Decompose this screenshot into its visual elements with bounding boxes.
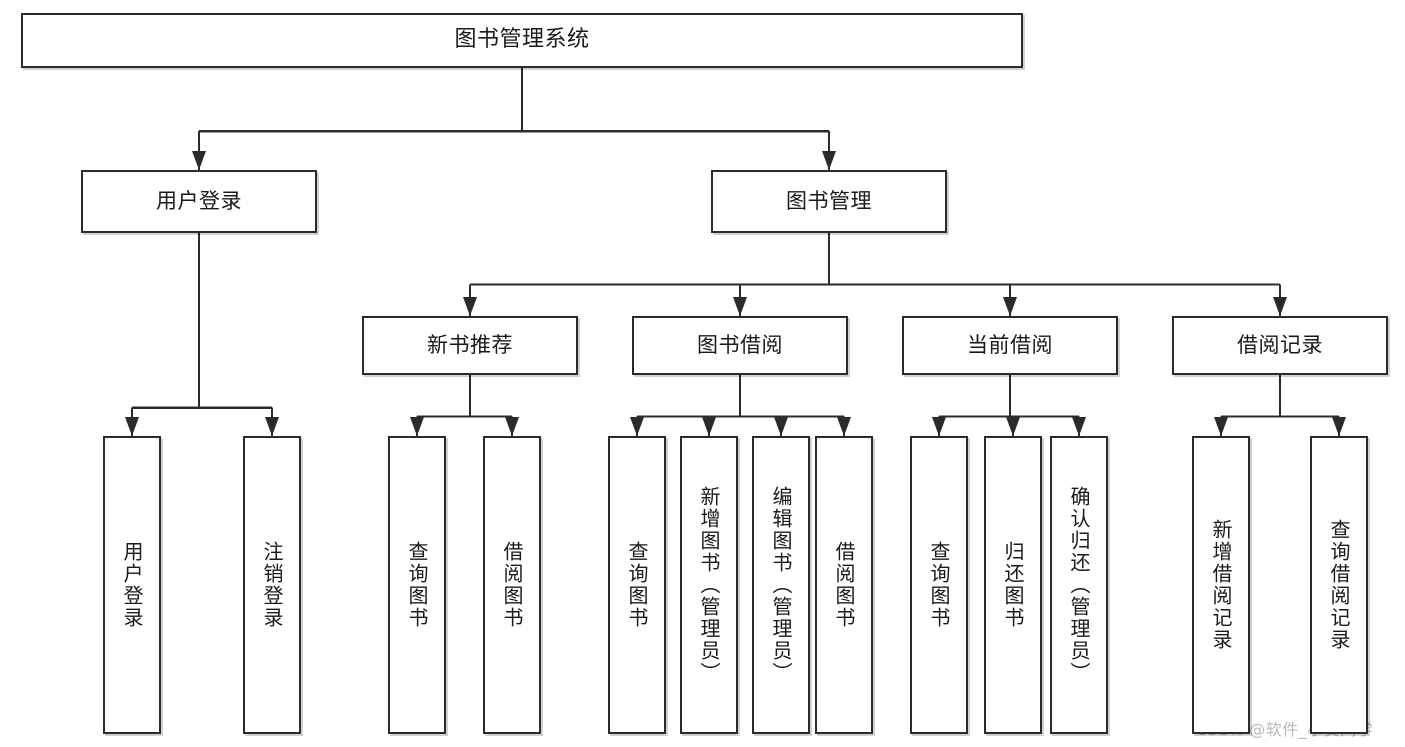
- connector-arrowhead: [702, 417, 716, 436]
- connector-arrowhead: [1003, 297, 1017, 316]
- node-label: 查询图书: [625, 541, 649, 629]
- node-leaf-add-book: 新增图书（管理员）: [680, 436, 738, 734]
- connector-arrowhead: [837, 417, 851, 436]
- node-label: 用户登录: [120, 541, 144, 629]
- connector-arrowhead: [774, 417, 788, 436]
- node-label: 归还图书: [1001, 541, 1025, 629]
- connector-arrowhead: [1332, 417, 1346, 436]
- node-current-borrow: 当前借阅: [902, 316, 1118, 375]
- node-leaf-query-book-2: 查询图书: [608, 436, 666, 734]
- node-borrow-record: 借阅记录: [1172, 316, 1388, 375]
- node-leaf-return-book: 归还图书: [984, 436, 1042, 734]
- node-leaf-query-record: 查询借阅记录: [1310, 436, 1368, 734]
- connector-arrowhead: [192, 151, 206, 170]
- node-label: 新增借阅记录: [1209, 519, 1233, 651]
- node-label: 借阅图书: [832, 541, 856, 629]
- connector-arrowhead: [733, 297, 747, 316]
- node-label: 编辑图书（管理员）: [769, 486, 793, 684]
- node-label: 借阅记录: [1237, 332, 1323, 357]
- node-label: 查询图书: [405, 541, 429, 629]
- connector-arrowhead: [822, 151, 836, 170]
- connector-arrowhead: [1214, 417, 1228, 436]
- connector-arrowhead: [463, 297, 477, 316]
- node-label: 查询图书: [927, 541, 951, 629]
- connector-arrowhead: [1072, 417, 1086, 436]
- node-leaf-borrow-book-2: 借阅图书: [815, 436, 873, 734]
- node-label: 新书推荐: [427, 332, 513, 357]
- node-leaf-borrow-book-1: 借阅图书: [483, 436, 541, 734]
- node-new-book-rec: 新书推荐: [362, 316, 578, 375]
- node-label: 新增图书（管理员）: [697, 486, 721, 684]
- node-label: 图书管理系统: [454, 27, 590, 53]
- node-label: 用户登录: [156, 188, 242, 213]
- node-label: 确认归还（管理员）: [1067, 486, 1091, 684]
- connector-arrowhead: [1006, 417, 1020, 436]
- node-leaf-confirm-return: 确认归还（管理员）: [1050, 436, 1108, 734]
- node-user-login: 用户登录: [81, 170, 317, 233]
- node-book-manage: 图书管理: [711, 170, 947, 233]
- node-leaf-query-book-1: 查询图书: [388, 436, 446, 734]
- connector-arrowhead: [630, 417, 644, 436]
- node-leaf-user-logout: 注销登录: [243, 436, 301, 734]
- connector-arrowhead: [1273, 297, 1287, 316]
- node-leaf-edit-book: 编辑图书（管理员）: [752, 436, 810, 734]
- node-leaf-add-record: 新增借阅记录: [1192, 436, 1250, 734]
- node-label: 图书借阅: [697, 332, 783, 357]
- node-label: 借阅图书: [500, 541, 524, 629]
- node-label: 查询借阅记录: [1327, 519, 1351, 651]
- node-root: 图书管理系统: [21, 13, 1023, 68]
- node-book-borrow: 图书借阅: [632, 316, 848, 375]
- node-leaf-user-login: 用户登录: [103, 436, 161, 734]
- connector-arrowhead: [505, 417, 519, 436]
- connector-arrowhead: [410, 417, 424, 436]
- node-label: 注销登录: [260, 541, 284, 629]
- node-label: 图书管理: [786, 188, 872, 213]
- connector-arrowhead: [932, 417, 946, 436]
- node-label: 当前借阅: [967, 332, 1053, 357]
- connector-arrowhead: [265, 417, 279, 436]
- node-leaf-query-book-3: 查询图书: [910, 436, 968, 734]
- connector-arrowhead: [125, 417, 139, 436]
